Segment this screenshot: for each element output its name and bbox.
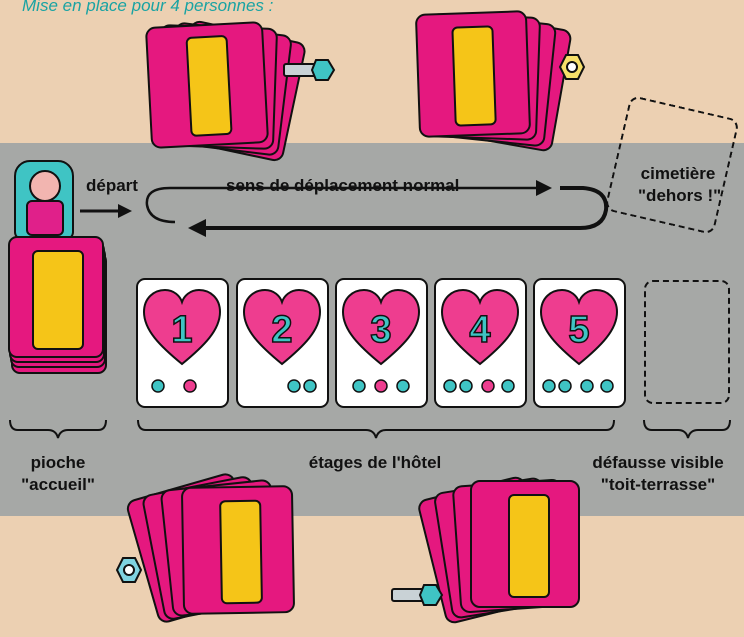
floors-bracket xyxy=(138,420,614,438)
floors-label: étages de l'hôtel xyxy=(270,452,480,474)
discard-bracket xyxy=(644,420,730,438)
discard-label-line2: "toit-terrasse" xyxy=(578,474,738,496)
discard-label-line1: défausse visible xyxy=(578,452,738,474)
draw-pile-label-line1: pioche xyxy=(4,452,112,474)
draw-pile-label-line2: "accueil" xyxy=(4,474,112,496)
draw-pile-bracket xyxy=(10,420,106,438)
